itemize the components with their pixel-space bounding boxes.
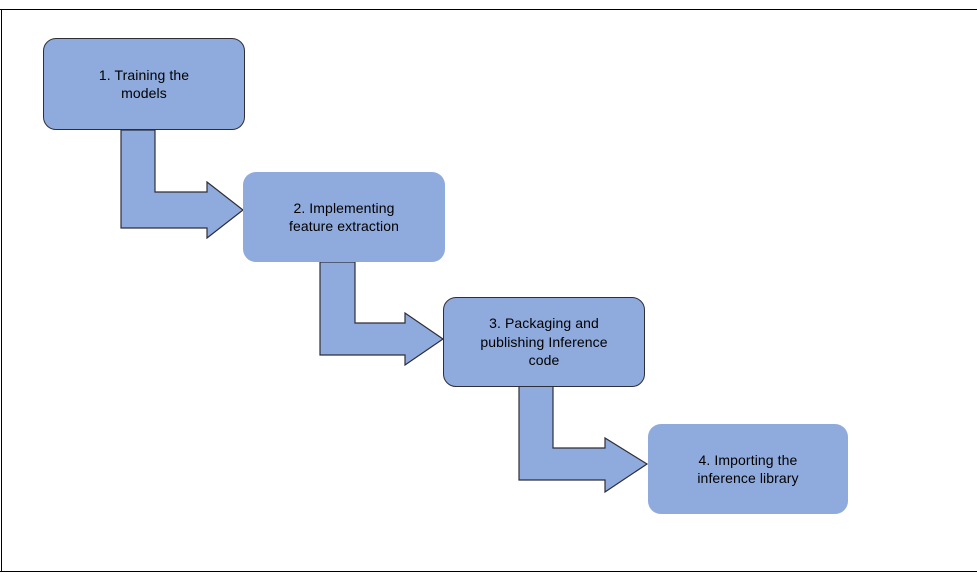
connector-arrow-step2-step3[interactable] [319, 261, 445, 367]
flow-step-4[interactable]: 4. Importing the inference library [648, 424, 848, 514]
slide-border-left [1, 9, 2, 571]
flow-step-2-label: 2. Implementing feature extraction [289, 199, 399, 234]
flow-step-3[interactable]: 3. Packaging and publishing Inference co… [443, 297, 645, 387]
connector-arrow-step1-step2[interactable] [120, 129, 244, 240]
slide-border-bottom [0, 571, 977, 572]
flow-step-4-label: 4. Importing the inference library [697, 451, 799, 486]
slide-border-top [0, 9, 977, 10]
flow-step-3-label: 3. Packaging and publishing Inference co… [480, 315, 608, 369]
flow-step-1-label: 1. Training the models [98, 66, 190, 101]
flow-step-2[interactable]: 2. Implementing feature extraction [243, 172, 445, 262]
flow-step-1[interactable]: 1. Training the models [43, 38, 245, 130]
connector-arrow-step3-step4[interactable] [518, 385, 649, 494]
